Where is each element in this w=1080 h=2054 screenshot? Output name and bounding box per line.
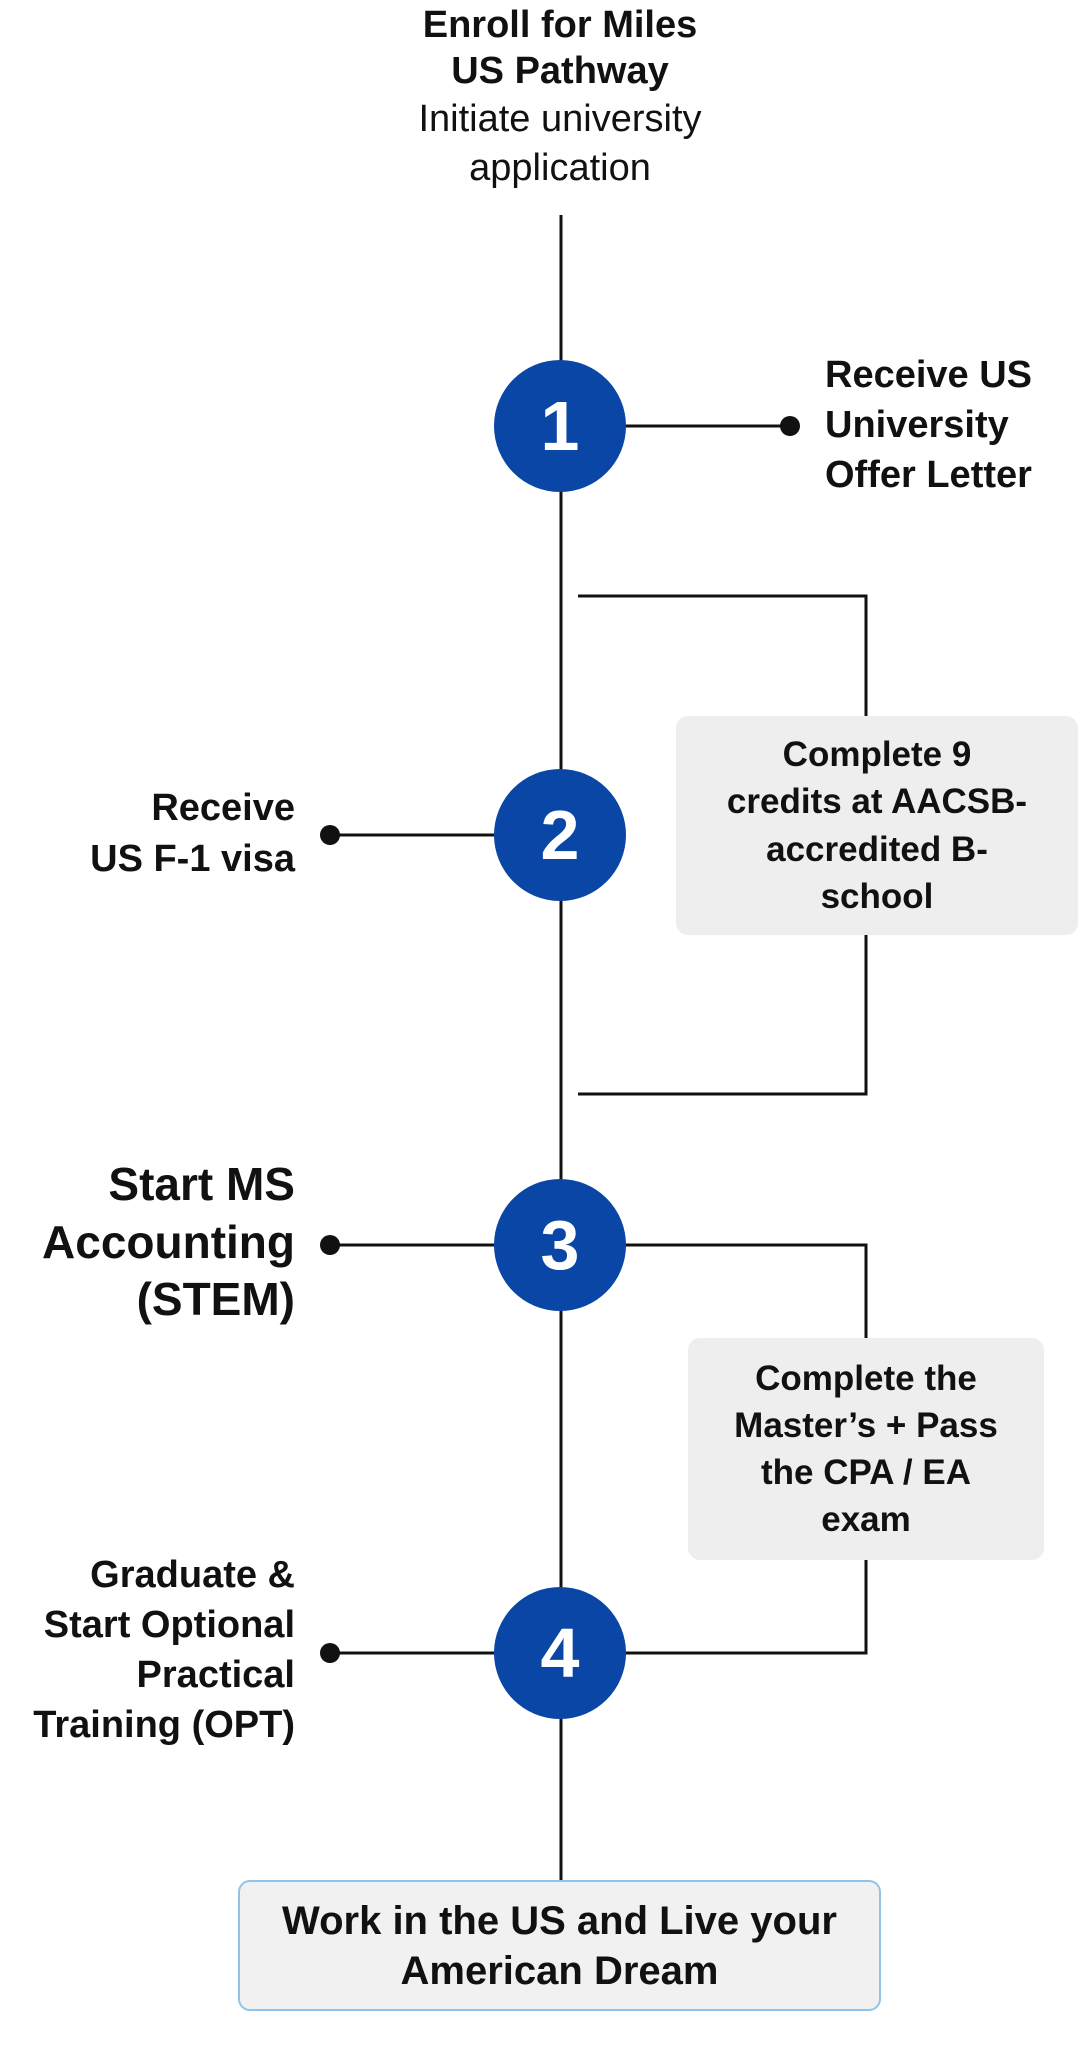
- step-4-circle: 4: [494, 1587, 626, 1719]
- start-block: Enroll for Miles US Pathway Initiate uni…: [340, 2, 780, 194]
- step-1-label: Receive US University Offer Letter: [825, 354, 1033, 497]
- step-3-label: Start MS Accounting (STEM): [42, 1158, 295, 1325]
- step-2-circle: 2: [494, 769, 626, 901]
- step-1-circle: 1: [494, 360, 626, 492]
- note1-bracket: [578, 594, 868, 716]
- final-goal-box: Work in the US and Live your American Dr…: [238, 1880, 881, 2011]
- note2-bracket-bottom: [561, 1560, 868, 1655]
- step-3-dot: [320, 1235, 340, 1255]
- step-2-dot: [320, 825, 340, 845]
- note2-bracket: [561, 1243, 868, 1338]
- start-subtitle: Initiate university application: [418, 97, 702, 190]
- note-1-box: Complete 9 credits at AACSB- accredited …: [676, 716, 1078, 935]
- note-2-box: Complete the Master’s + Pass the CPA / E…: [688, 1338, 1044, 1560]
- step-3-circle: 3: [494, 1179, 626, 1311]
- start-title: Enroll for Miles US Pathway: [422, 4, 698, 93]
- note1-bracket-bottom: [578, 935, 868, 1096]
- step-4-label: Graduate & Start Optional Practical Trai…: [33, 1554, 295, 1747]
- step-2-label: Receive US F-1 visa: [90, 787, 295, 880]
- step-1-dot: [780, 416, 800, 436]
- step-4-dot: [320, 1643, 340, 1663]
